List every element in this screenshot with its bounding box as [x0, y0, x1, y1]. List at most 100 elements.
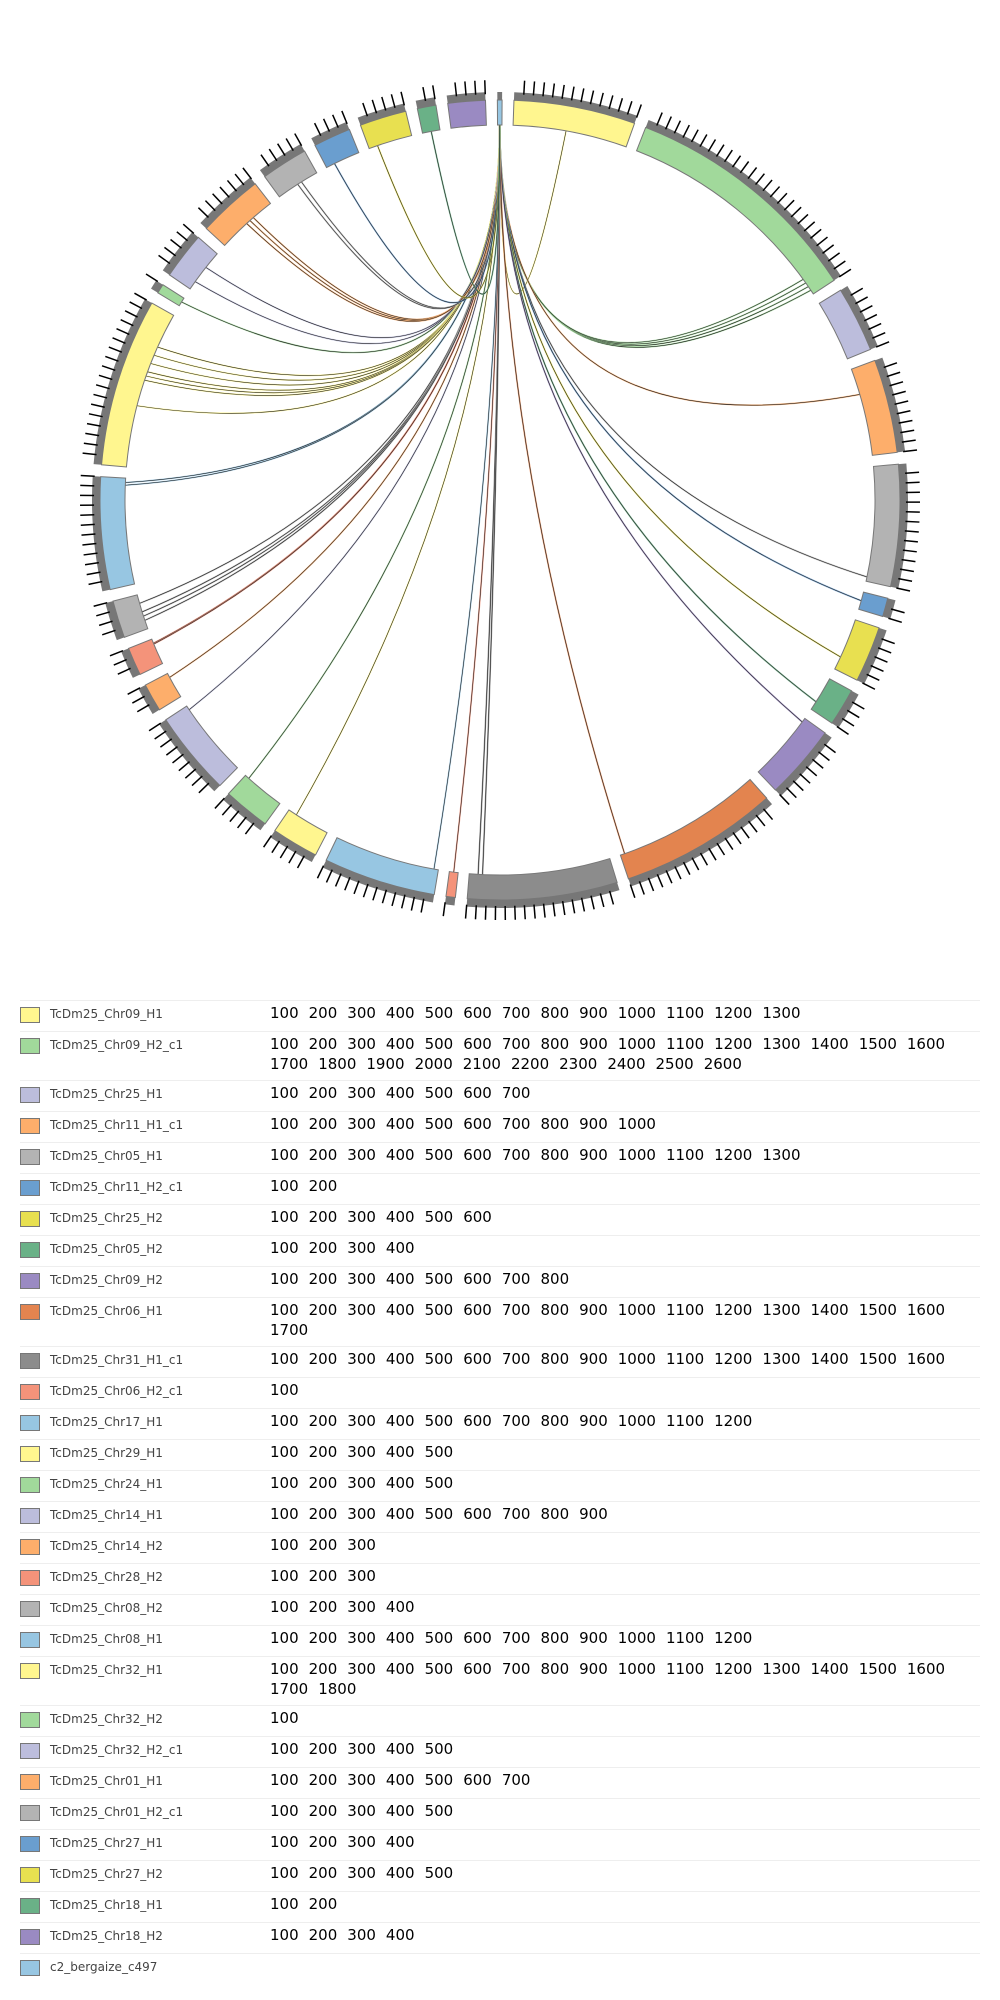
tick-label: 400	[386, 1660, 415, 1678]
tick	[213, 194, 223, 204]
tick-label: 100	[270, 1084, 299, 1102]
segment-TcDm25_Chr31_H1_c1[interactable]	[466, 859, 620, 920]
tick-label: 400	[386, 1004, 415, 1022]
tick	[183, 224, 194, 233]
segment-swatch	[20, 1304, 40, 1320]
segment-TcDm25_Chr14_H1[interactable]	[149, 706, 237, 793]
tick	[733, 156, 741, 167]
segment-TcDm25_Chr05_H2[interactable]	[811, 679, 864, 735]
tick	[534, 905, 535, 919]
tick-label: 1600	[907, 1350, 945, 1368]
tick-label: 300	[347, 1146, 376, 1164]
segment-TcDm25_Chr09_H2_c1[interactable]	[637, 113, 851, 294]
tick-label: 1000	[618, 1146, 656, 1164]
segment-TcDm25_Chr32_H2_c1[interactable]	[159, 224, 218, 289]
segment-arc[interactable]	[417, 105, 440, 133]
segment-TcDm25_Chr29_H1[interactable]	[264, 810, 327, 868]
segment-TcDm25_Chr24_H1[interactable]	[215, 775, 280, 834]
tick	[804, 222, 814, 231]
tick-labels: 100	[270, 1381, 980, 1399]
segment-TcDm25_Chr01_H2_c1[interactable]	[260, 134, 317, 197]
segment-TcDm25_Chr18_H2[interactable]	[447, 80, 487, 128]
tick-label: 100	[270, 1709, 299, 1727]
segment-TcDm25_Chr06_H2_c1[interactable]	[443, 872, 458, 917]
segment-TcDm25_Chr01_H1[interactable]	[198, 168, 270, 246]
segment-TcDm25_Chr17_H1[interactable]	[317, 838, 438, 913]
tick-label: 200	[309, 1035, 338, 1053]
segment-TcDm25_Chr05_H1[interactable]	[866, 463, 920, 591]
segment-TcDm25_Chr28_H2[interactable]	[110, 639, 163, 678]
segment-arc[interactable]	[637, 127, 835, 293]
tick	[81, 475, 95, 476]
tick-label: 700	[502, 1270, 531, 1288]
segment-arc[interactable]	[497, 100, 502, 125]
tick-label: 300	[347, 1084, 376, 1102]
tick-label: 800	[540, 1270, 569, 1288]
tick	[905, 472, 919, 473]
segment-swatch	[20, 1273, 40, 1289]
tick	[692, 130, 699, 142]
segment-TcDm25_Chr08_H1[interactable]	[80, 475, 135, 591]
segment-TcDm25_Chr08_H2[interactable]	[94, 595, 148, 640]
segment-TcDm25_Chr25_H1[interactable]	[819, 286, 889, 359]
tick	[862, 683, 874, 689]
segment-label: TcDm25_Chr32_H1	[50, 1660, 260, 1680]
segment-arc[interactable]	[448, 100, 487, 128]
tick-label: 400	[386, 1208, 415, 1226]
tick	[382, 97, 386, 110]
tick	[717, 843, 724, 855]
segment-TcDm25_Chr09_H1[interactable]	[513, 81, 641, 147]
segment-swatch	[20, 1149, 40, 1165]
tick-label: 600	[463, 1660, 492, 1678]
tick-label: 300	[347, 1536, 376, 1554]
segment-TcDm25_Chr11_H1_c1[interactable]	[851, 358, 917, 456]
segment-arc[interactable]	[446, 872, 458, 898]
segment-arc[interactable]	[859, 592, 888, 616]
segment-TcDm25_Chr11_H2_c1[interactable]	[859, 592, 905, 622]
tick-label: 200	[309, 1443, 338, 1461]
segment-c2_bergaize_c497[interactable]	[497, 92, 502, 125]
tick-label: 500	[425, 1443, 454, 1461]
tick	[562, 85, 564, 99]
tick	[780, 794, 790, 804]
tick-label: 500	[425, 1474, 454, 1492]
tick-label: 200	[309, 1270, 338, 1288]
tick	[582, 898, 585, 912]
tick	[837, 727, 849, 735]
tick-label: 800	[540, 1115, 569, 1133]
tick-label: 600	[463, 1084, 492, 1102]
legend-row: c2_bergaize_c497	[20, 1953, 980, 1980]
tick-label: 500	[425, 1004, 454, 1022]
tick	[763, 809, 772, 820]
segment-TcDm25_Chr14_H2[interactable]	[128, 673, 181, 713]
segment-TcDm25_Chr27_H1[interactable]	[311, 111, 359, 168]
tick-label: 400	[386, 1115, 415, 1133]
segment-TcDm25_Chr18_H1[interactable]	[416, 85, 440, 133]
segment-TcDm25_Chr27_H2[interactable]	[358, 92, 412, 149]
tick-label: 1700	[270, 1055, 308, 1073]
tick-label: 1100	[666, 1146, 704, 1164]
segment-TcDm25_Chr09_H2[interactable]	[758, 718, 835, 804]
segment-arc[interactable]	[620, 779, 766, 878]
tick	[725, 150, 733, 162]
tick-label: 400	[386, 1350, 415, 1368]
tick	[684, 862, 690, 874]
tick	[96, 612, 109, 616]
tick-label: 600	[463, 1505, 492, 1523]
tick	[882, 639, 895, 644]
segment-arc[interactable]	[513, 100, 634, 147]
tick-label: 800	[540, 1035, 569, 1053]
segment-TcDm25_Chr32_H1[interactable]	[83, 293, 174, 467]
tick-label: 900	[579, 1035, 608, 1053]
tick	[128, 688, 140, 694]
segment-TcDm25_Chr06_H1[interactable]	[620, 779, 772, 897]
segment-arc[interactable]	[158, 285, 184, 306]
segment-TcDm25_Chr25_H2[interactable]	[835, 620, 895, 689]
